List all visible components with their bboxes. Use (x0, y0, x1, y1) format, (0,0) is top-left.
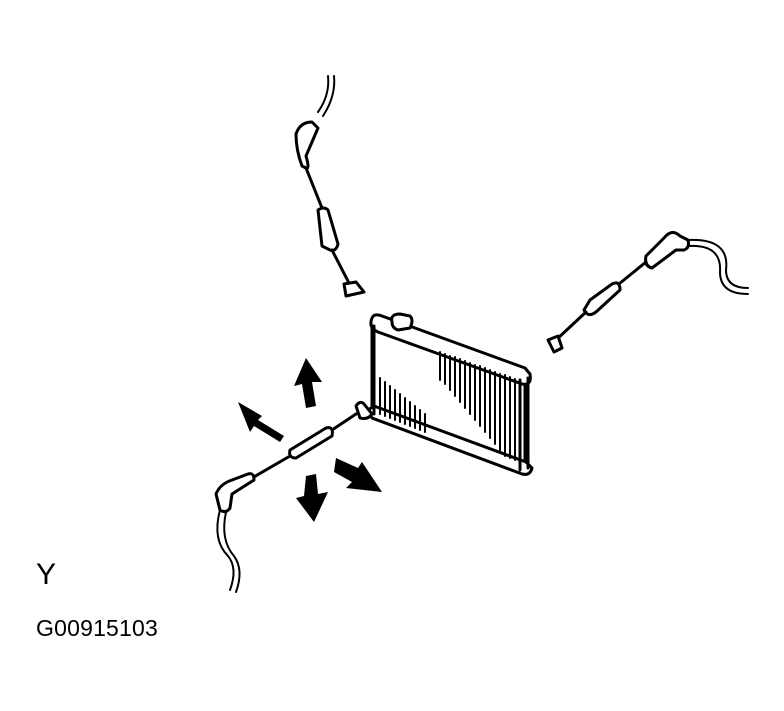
arrow-down-icon (296, 474, 328, 522)
core-fins (439, 351, 516, 461)
vacuum-cup-tool-left (214, 400, 374, 593)
view-label: Y (36, 558, 57, 591)
vacuum-cup-tool-top (294, 75, 366, 298)
vacuum-cup-tool-right (546, 231, 749, 354)
heater-core (366, 312, 534, 476)
arrow-down-right-icon (334, 458, 382, 492)
arrow-up-left-icon (238, 402, 284, 442)
core-fins-lower-left (379, 377, 426, 433)
figure-id: G00915103 (36, 615, 159, 641)
arrow-up-icon (294, 358, 322, 408)
